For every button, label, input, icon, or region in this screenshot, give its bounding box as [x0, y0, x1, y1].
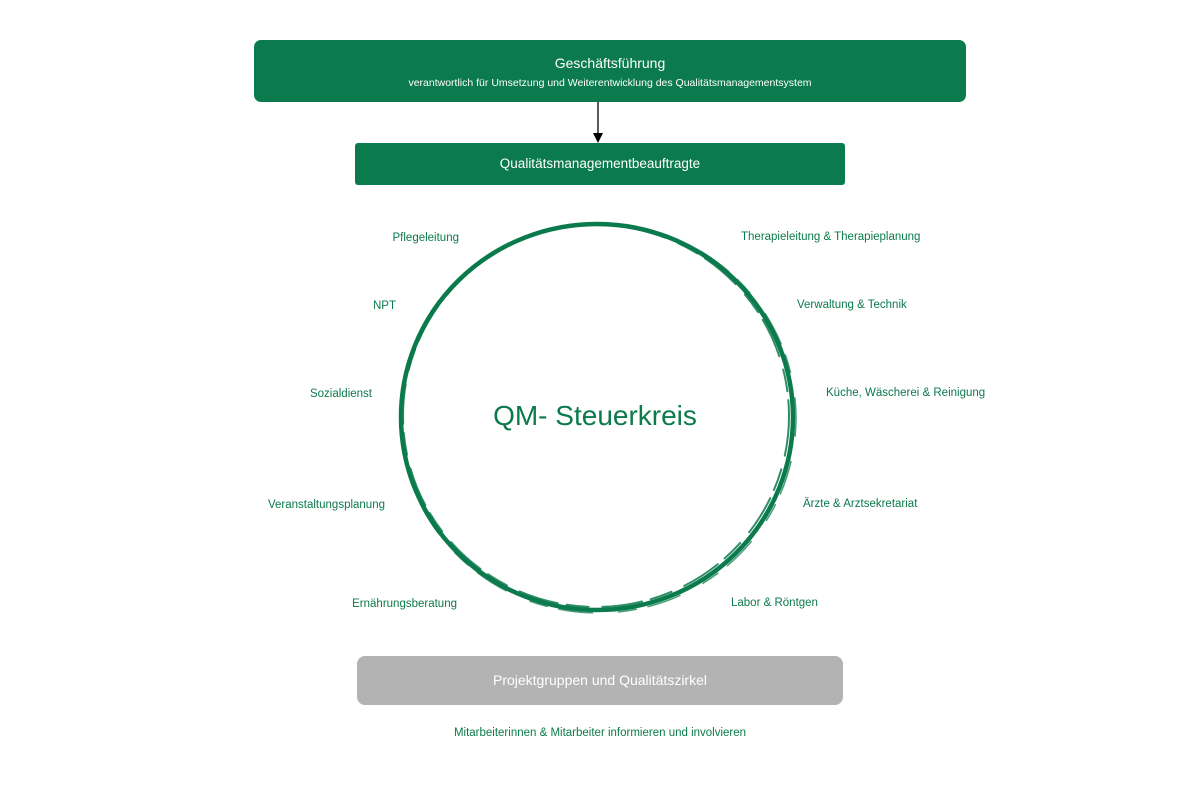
member-sozialdienst: Sozialdienst	[309, 388, 372, 400]
management-title: Geschäftsführung	[554, 55, 666, 71]
qm-officer-box: Qualitätsmanagementbeauftragte	[355, 143, 845, 185]
project-groups-label: Projektgruppen und Qualitätszirkel	[492, 672, 707, 688]
member-ernaehrungsberatung: Ernährungsberatung	[352, 598, 457, 610]
member-kueche: Küche, Wäscherei & Reinigung	[826, 387, 986, 399]
footer-note: Mitarbeiterinnen & Mitarbeiter informier…	[453, 727, 747, 739]
qm-officer-label: Qualitätsmanagementbeauftragte	[499, 156, 701, 171]
member-veranstaltungsplanung: Veranstaltungsplanung	[267, 499, 385, 511]
management-subtitle: verantwortlich für Umsetzung und Weitere…	[408, 77, 812, 89]
member-aerzte: Ärzte & Arztsekretariat	[803, 498, 918, 510]
member-labor: Labor & Röntgen	[731, 597, 818, 609]
member-therapieleitung: Therapieleitung & Therapieplanung	[741, 231, 921, 243]
member-pflegeleitung: Pflegeleitung	[392, 232, 460, 244]
member-verwaltung: Verwaltung & Technik	[797, 299, 907, 311]
management-box: Geschäftsführung verantwortlich für Umse…	[254, 40, 966, 102]
project-groups-box: Projektgruppen und Qualitätszirkel	[357, 656, 843, 705]
member-npt: NPT	[373, 300, 396, 312]
circle-title: QM- Steuerkreis	[493, 400, 697, 431]
